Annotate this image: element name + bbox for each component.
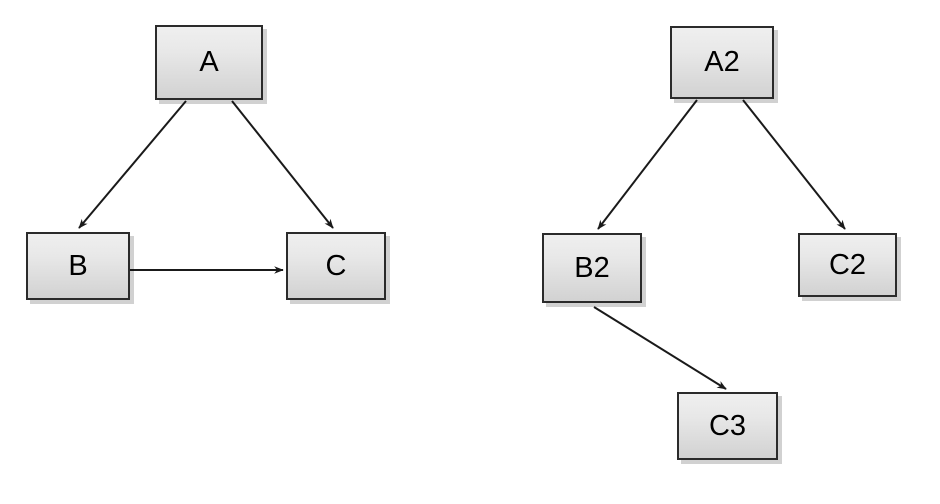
node-c[interactable]: C bbox=[286, 232, 386, 300]
node-label-a: A bbox=[199, 46, 219, 78]
node-label-c: C bbox=[325, 249, 347, 282]
node-label-b: B bbox=[68, 249, 88, 282]
node-b2[interactable]: B2 bbox=[542, 233, 642, 303]
edge-A2-to-C2[interactable] bbox=[742, 99, 846, 230]
edge-B2-to-C3[interactable] bbox=[593, 306, 727, 390]
node-label-c3: C3 bbox=[708, 409, 747, 442]
node-a2[interactable]: A2 bbox=[670, 26, 774, 99]
edge-group-graph-left bbox=[78, 100, 334, 274]
node-c3[interactable]: C3 bbox=[677, 392, 778, 460]
edge-A-to-B[interactable] bbox=[78, 100, 187, 229]
node-b[interactable]: B bbox=[26, 232, 130, 300]
node-label-c2: C2 bbox=[828, 248, 867, 281]
edge-A-to-C[interactable] bbox=[231, 100, 334, 229]
node-label-a2: A2 bbox=[704, 46, 740, 78]
node-a[interactable]: A bbox=[155, 25, 263, 100]
edge-group-graph-right bbox=[593, 99, 846, 390]
edge-A2-to-B2[interactable] bbox=[597, 99, 698, 230]
node-label-b2: B2 bbox=[574, 251, 610, 284]
node-c2[interactable]: C2 bbox=[798, 233, 897, 297]
